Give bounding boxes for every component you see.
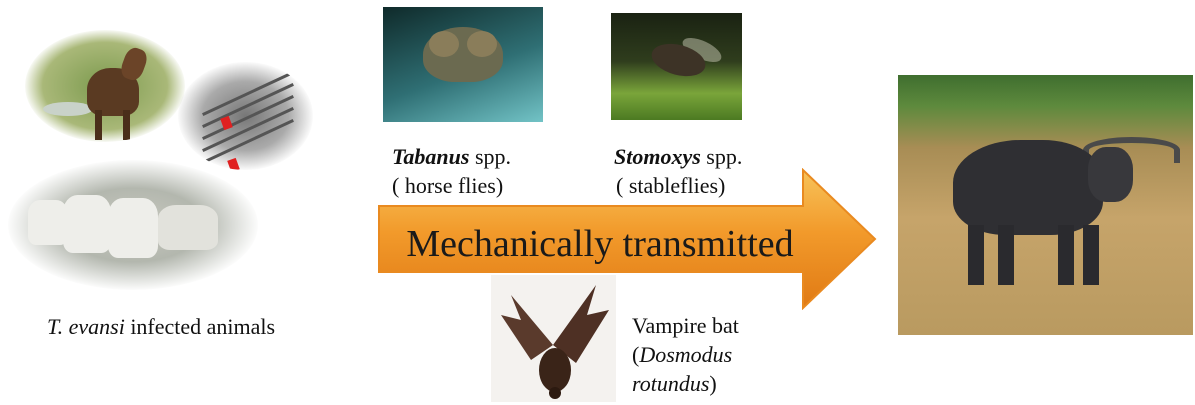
tabanus-label: Tabanus spp.: [392, 143, 511, 171]
lesion-marker-icon: [227, 158, 240, 170]
infected-animals-caption: T. evansi infected animals: [47, 313, 275, 341]
bat-label: Vampire bat: [632, 312, 739, 340]
tabanus-photo: [383, 7, 543, 122]
skin-lesion-image: [178, 62, 313, 170]
bat-scientific-name-2: rotundus): [632, 370, 717, 398]
infected-horse-image: [25, 30, 185, 142]
infected-cattle-image: [8, 160, 258, 290]
stomoxys-photo: [611, 13, 742, 120]
bat-scientific-name-1: (Dosmodus: [632, 341, 732, 369]
arrow-label: Mechanically transmitted: [385, 222, 815, 266]
buffalo-photo: [898, 75, 1193, 335]
stomoxys-label: Stomoxys spp.: [614, 143, 742, 171]
